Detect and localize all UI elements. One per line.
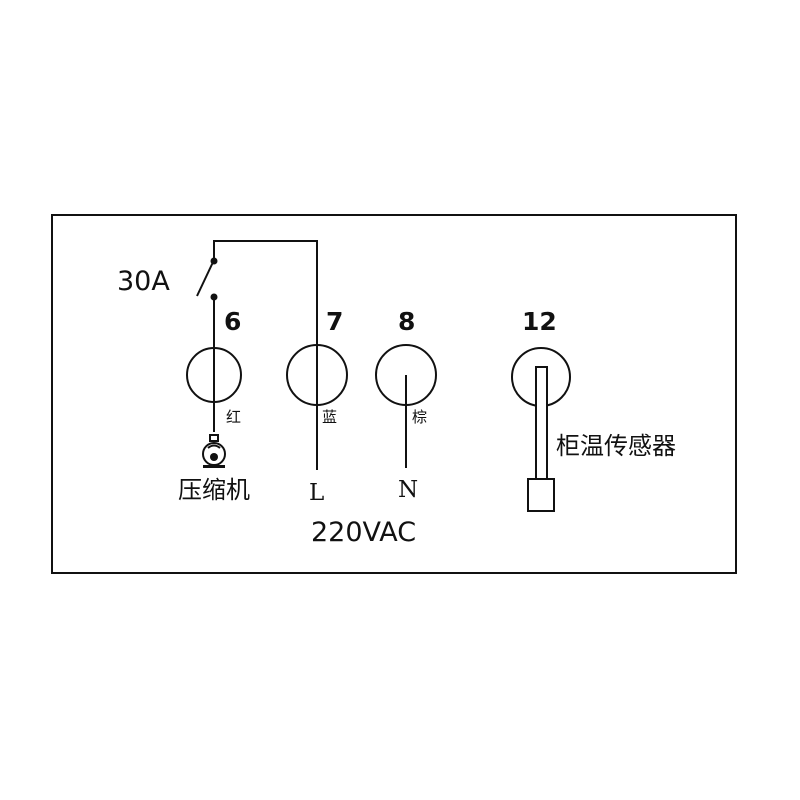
live-line-label: L	[309, 480, 324, 506]
terminal-8-wire-color: 棕	[412, 408, 427, 426]
terminal-8: 8 棕 N	[375, 307, 437, 503]
supply-voltage-label: 220VAC	[311, 517, 416, 548]
temperature-probe-icon	[527, 366, 555, 512]
terminal-12-number: 12	[522, 307, 557, 336]
terminal-8-number: 8	[398, 307, 415, 336]
terminal-7-wire-color: 蓝	[322, 408, 337, 426]
compressor-icon	[202, 434, 226, 468]
compressor-label: 压缩机	[178, 476, 250, 504]
neutral-line-label: N	[398, 477, 418, 503]
cabinet-sensor-label: 柜温传感器	[556, 432, 676, 460]
panel-frame	[51, 214, 737, 574]
terminal-7-number: 7	[326, 307, 343, 336]
switch-rating-label: 30A	[117, 266, 170, 297]
terminal-7: 7 蓝 L	[286, 307, 348, 506]
terminal-6-wire-color: 红	[226, 408, 241, 426]
terminal-6: 6 红	[186, 307, 242, 432]
terminal-6-number: 6	[224, 307, 241, 336]
